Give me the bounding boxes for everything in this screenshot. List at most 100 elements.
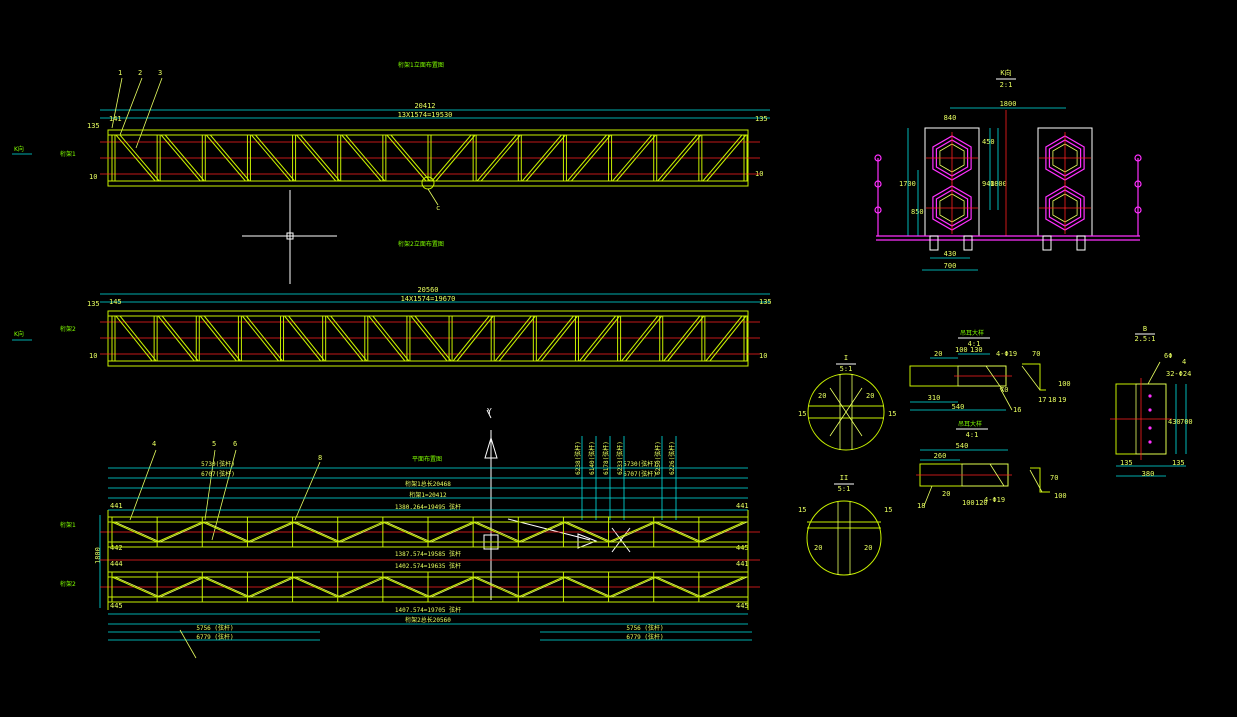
plan-brace-upper bbox=[698, 521, 745, 543]
detail3-dim-0: 100 bbox=[955, 346, 968, 354]
view2-side-label: 桁架2 bbox=[60, 325, 76, 333]
view1-diagonal bbox=[476, 134, 517, 182]
view1-diagonal-edge bbox=[525, 134, 566, 182]
post-node bbox=[1134, 154, 1142, 162]
detail3-dim-1: 130 bbox=[970, 346, 983, 354]
kview-dim-w1: 430 bbox=[944, 250, 957, 258]
view1-diagonal-edge bbox=[209, 134, 250, 182]
view1-diagonal-edge bbox=[480, 134, 521, 182]
view1-title: 桁架1立面布置图 bbox=[398, 61, 444, 69]
view3-dim-bl2: 6779 (弦杆) bbox=[196, 633, 233, 641]
plan-brace-upper bbox=[382, 521, 429, 543]
view1-label-3: 3 bbox=[158, 69, 162, 77]
view2-dim-left2: 145 bbox=[109, 298, 122, 306]
detail4-dim-1: 260 bbox=[934, 452, 947, 460]
plan-brace-upper-edge bbox=[205, 521, 251, 543]
view2-diagonal bbox=[663, 315, 701, 362]
plan-brace-lower bbox=[156, 576, 203, 598]
view2-diagonal-edge bbox=[330, 315, 368, 362]
view2-diagonal-edge bbox=[667, 315, 705, 362]
view3-dim-f: 1407.574=19705 弦杆 bbox=[395, 606, 461, 614]
view3-dim-br2: 6779 (弦杆) bbox=[626, 633, 663, 641]
plan-brace-upper bbox=[292, 521, 338, 543]
detail4-dim-5: 120 bbox=[975, 499, 988, 507]
view2-diagonal-edge bbox=[288, 315, 326, 362]
kview-dim-l: 850 bbox=[911, 208, 924, 216]
plan-brace-lower-edge bbox=[114, 576, 161, 598]
view1-diagonal-edge bbox=[571, 134, 611, 182]
view2-diagonal bbox=[494, 315, 532, 362]
view3-dim-d: 1387.574=19585 弦杆 bbox=[395, 550, 461, 558]
plan-brace-lower-edge bbox=[250, 576, 296, 598]
truss-plan: 平面布置图 Y 4 5 6 8 5730(弦杆) 6707(弦杆) 5730(弦… bbox=[60, 407, 760, 659]
plan-brace-lower-edge bbox=[205, 576, 251, 598]
plan-brace-upper-edge bbox=[566, 521, 612, 543]
view1-diagonal-edge bbox=[661, 134, 702, 182]
view1-diagonal bbox=[431, 134, 472, 182]
detail5-dim-0: 6Φ bbox=[1164, 352, 1172, 360]
kview-dim-c: 940 bbox=[982, 180, 995, 188]
view3-label-8: 8 bbox=[318, 454, 322, 462]
detail5-title: B bbox=[1143, 325, 1147, 333]
detail3-dim-2: 20 bbox=[934, 350, 942, 358]
view1-diagonal-edge bbox=[435, 134, 476, 182]
detail1-dim-0: 15 bbox=[798, 410, 806, 418]
plan-brace-upper-edge bbox=[701, 521, 748, 543]
view2-dim-bl: 10 bbox=[89, 352, 97, 360]
plan-brace-upper-edge bbox=[385, 521, 432, 543]
plan-brace-lower-edge bbox=[430, 576, 477, 598]
view2-diagonal bbox=[452, 315, 490, 362]
post-node bbox=[1134, 206, 1142, 214]
view2-diagonal bbox=[410, 315, 448, 362]
view2-diagonal-edge bbox=[119, 315, 157, 362]
view1-side-label: 桁架1 bbox=[60, 150, 76, 158]
detail-4: 吊耳大样 4:1 540 260 20 4-Φ19 100 120 18 70 … bbox=[916, 420, 1067, 510]
view3-vdim-0: 6238(弦杆) bbox=[574, 441, 582, 475]
detail2-dim-1: 20 bbox=[814, 544, 822, 552]
detail5-dim-4: 700 bbox=[1180, 418, 1193, 426]
detail2-dim-2: 20 bbox=[864, 544, 872, 552]
view3-dim-top4: 6707(弦杆) bbox=[623, 470, 657, 478]
plan-brace-lower bbox=[427, 576, 474, 598]
detail3-dim-11: 18 bbox=[1048, 396, 1056, 404]
detail3-dim-4: 70 bbox=[1000, 386, 1008, 394]
view1-diagonal-edge bbox=[616, 134, 657, 182]
detail3-title: 吊耳大样 bbox=[960, 329, 984, 337]
view2-diagonal-edge bbox=[246, 315, 283, 362]
axis-y-label: Y bbox=[487, 407, 492, 416]
kview-dim-h: 1700 bbox=[899, 180, 916, 188]
detail1-dim-3: 20 bbox=[866, 392, 874, 400]
view3-dim-top1: 5730(弦杆) bbox=[201, 460, 235, 468]
view1-diagonal bbox=[567, 134, 607, 182]
detail2-dim-3: 15 bbox=[884, 506, 892, 514]
post-node bbox=[1134, 180, 1142, 188]
post-node bbox=[874, 154, 882, 162]
detail-1: I 5:1 15 20 15 20 bbox=[798, 354, 896, 451]
view2-diagonal bbox=[621, 315, 659, 362]
detail2-scale: 5:1 bbox=[838, 485, 851, 493]
view3-dim-bl1: 5756 (弦杆) bbox=[196, 624, 233, 632]
view1-label-1: 1 bbox=[118, 69, 122, 77]
detail2-title: II bbox=[840, 474, 848, 482]
view1-diagonal bbox=[612, 134, 653, 182]
plan-brace-upper-edge bbox=[250, 521, 296, 543]
view3-side-2: 桁架2 bbox=[60, 580, 76, 588]
view3-left-2: 442 bbox=[110, 544, 123, 552]
plan-brace-upper-edge bbox=[475, 521, 522, 543]
plan-brace-upper bbox=[247, 521, 293, 543]
plan-brace-upper bbox=[427, 521, 474, 543]
detail-2: II 5:1 15 20 20 15 bbox=[798, 474, 892, 576]
view3-right-1: 441 bbox=[736, 502, 749, 510]
plan-brace-lower-edge bbox=[475, 576, 522, 598]
plan-brace-lower bbox=[247, 576, 293, 598]
plan-brace-upper bbox=[111, 521, 158, 543]
detail5-dim-5: 135 bbox=[1120, 459, 1133, 467]
view2-diagonal-edge bbox=[540, 315, 578, 362]
view3-dim-top3: 5730(弦杆) bbox=[623, 460, 657, 468]
plan-brace-lower bbox=[382, 576, 429, 598]
post-node bbox=[874, 180, 882, 188]
detail3-dim-7: 16 bbox=[1013, 406, 1021, 414]
view2-diagonal-edge bbox=[372, 315, 410, 362]
view2-dim-left: 135 bbox=[87, 300, 100, 308]
